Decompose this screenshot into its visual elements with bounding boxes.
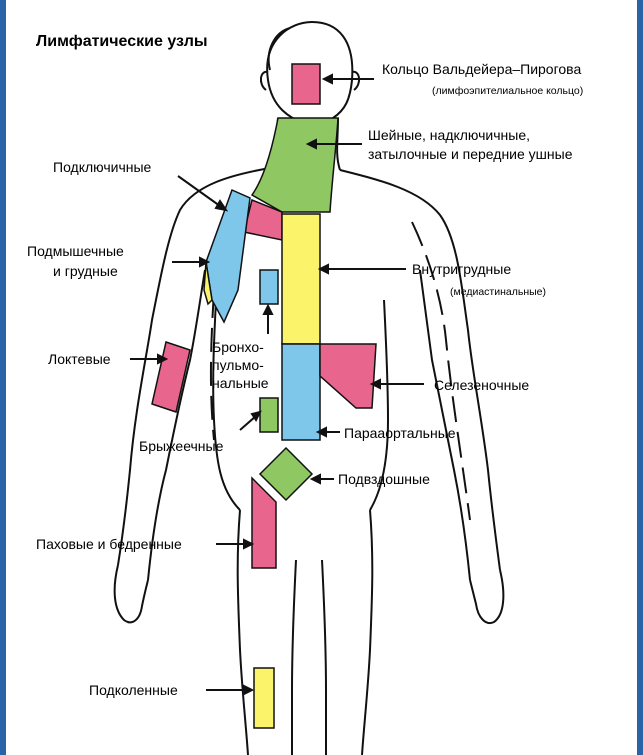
- elbow-node: [152, 342, 190, 412]
- lymph-nodes: [152, 64, 376, 728]
- left-leg-inner: [292, 560, 296, 755]
- label-axillary-2: и грудные: [53, 262, 118, 280]
- label-broncho-1: Бронхо-: [212, 338, 264, 356]
- label-cervical-2: затылочные и передние ушные: [368, 145, 573, 163]
- label-splenic: Селезеночные: [434, 376, 529, 394]
- label-ring-note: (лимфоэпителиальное кольцо): [432, 82, 583, 100]
- label-intrathoracic: Внутригрудные: [412, 260, 511, 278]
- label-popliteal: Подколенные: [89, 681, 178, 699]
- paraaortic-node: [282, 344, 320, 440]
- ring-node: [292, 64, 320, 104]
- axillary-node-blue: [206, 190, 250, 322]
- label-mesenteric: Брыжеечные: [139, 437, 223, 455]
- label-ring: Кольцо Вальдейера–Пирогова: [382, 60, 581, 78]
- label-broncho-2: пульмо-: [212, 356, 264, 374]
- label-intrathoracic-note: (медиастинальные): [450, 283, 546, 301]
- left-hand: [115, 565, 148, 622]
- label-broncho-3: нальные: [212, 374, 269, 392]
- label-iliac: Подвздошные: [338, 470, 430, 488]
- label-paraaortic: Парааортальные: [344, 424, 456, 442]
- label-inguinal: Паховые и бедренные: [36, 535, 182, 553]
- label-cervical-1: Шейные, надключичные,: [368, 126, 530, 144]
- inguinal-node: [252, 478, 276, 568]
- broncho-node: [260, 270, 278, 304]
- right-leg-inner: [322, 560, 326, 755]
- left-inner-arm: [148, 270, 205, 580]
- arrow-subclavian: [178, 176, 220, 206]
- label-axillary-1: Подмышечные: [27, 242, 124, 260]
- mesenteric-node: [260, 398, 278, 432]
- iliac-node: [260, 448, 312, 500]
- intrathoracic-node: [282, 214, 320, 344]
- diagram-title: Лимфатические узлы: [36, 33, 208, 51]
- right-hand: [470, 570, 503, 623]
- popliteal-node: [254, 668, 274, 728]
- splenic-node: [320, 344, 376, 408]
- torso-left-side: [213, 300, 240, 510]
- label-elbow: Локтевые: [48, 350, 111, 368]
- label-subclavian: Подключичные: [53, 158, 151, 176]
- cervical-node: [252, 118, 338, 212]
- right-leg-outer: [362, 510, 372, 755]
